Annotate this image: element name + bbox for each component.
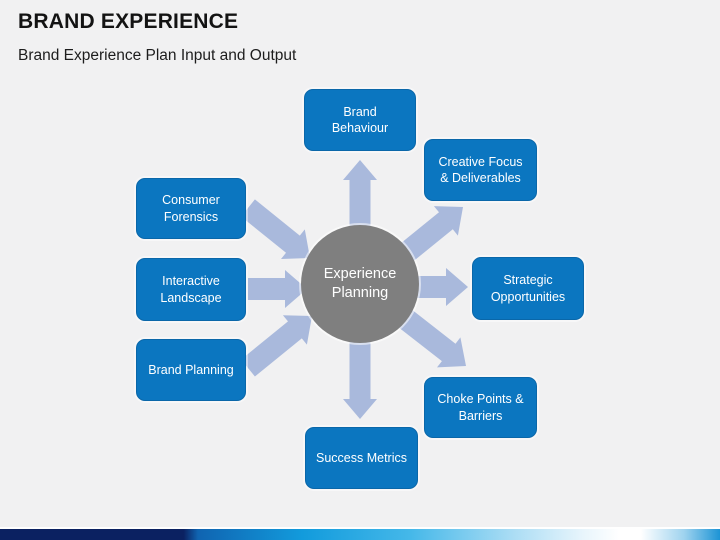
node-creative-focus-deliverables: Creative Focus & Deliverables [424, 139, 537, 201]
node-choke-points-barriers: Choke Points & Barriers [424, 377, 537, 438]
node-creative-focus-deliverables-label: Creative Focus & Deliverables [438, 154, 523, 185]
node-experience-planning-label: Experience Planning [323, 266, 397, 301]
node-strategic-opportunities-label: Strategic Opportunities [490, 273, 566, 304]
arrow-consumer-forensics-to-center [241, 199, 310, 259]
arrow-brand-planning-to-center [241, 315, 312, 377]
node-strategic-opportunities: Strategic Opportunities [472, 257, 584, 320]
node-brand-behaviour-label: Brand Behaviour [331, 104, 389, 135]
node-consumer-forensics-label: Consumer Forensics [162, 193, 220, 224]
node-choke-points-barriers-label: Choke Points & Barriers [437, 392, 524, 423]
arrow-interactive-landscape-to-center [248, 270, 307, 308]
footer-gradient-bar [0, 527, 720, 540]
node-interactive-landscape-label: Interactive Landscape [160, 274, 222, 305]
page-title: BRAND EXPERIENCE [18, 10, 239, 33]
page-subtitle: Brand Experience Plan Input and Output [18, 47, 297, 64]
node-consumer-forensics: Consumer Forensics [136, 178, 246, 239]
node-brand-planning: Brand Planning [136, 339, 246, 401]
node-success-metrics: Success Metrics [305, 427, 418, 489]
node-brand-behaviour: Brand Behaviour [304, 89, 416, 151]
node-brand-planning-label: Brand Planning [148, 362, 234, 377]
node-success-metrics-label: Success Metrics [316, 450, 407, 465]
node-interactive-landscape: Interactive Landscape [136, 258, 246, 321]
node-experience-planning: Experience Planning [301, 225, 419, 343]
